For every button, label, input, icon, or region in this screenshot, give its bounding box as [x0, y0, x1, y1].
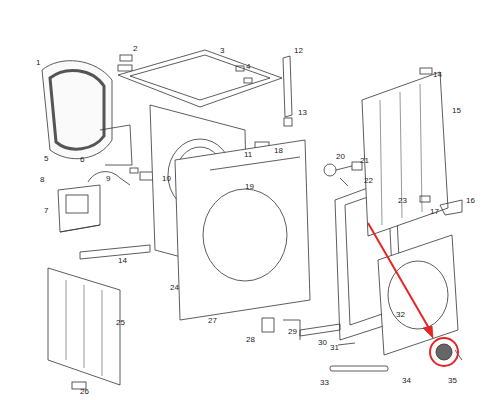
callout-number: 14 — [118, 256, 127, 265]
callout-number: 19 — [245, 182, 254, 191]
callout-number: 34 — [402, 376, 411, 385]
callout-number: 22 — [364, 176, 373, 185]
callout-number: 23 — [398, 196, 407, 205]
callout-number: 15 — [452, 106, 461, 115]
callout-number: 12 — [294, 46, 303, 55]
callout-number: 33 — [320, 378, 329, 387]
callout-number: 20 — [336, 152, 345, 161]
callout-number: 3 — [220, 46, 224, 55]
callout-number: 11 — [244, 150, 252, 159]
callout-number: 2 — [133, 44, 137, 53]
callout-number: 21 — [360, 156, 369, 165]
callout-number: 14 — [433, 70, 442, 79]
callout-number: 6 — [80, 155, 84, 164]
callout-number: 9 — [106, 174, 110, 183]
callout-number: 31 — [330, 343, 339, 352]
callout-number: 17 — [430, 207, 439, 216]
callout-number: 25 — [116, 318, 125, 327]
callout-number: 30 — [318, 338, 327, 347]
callout-number: 7 — [44, 206, 48, 215]
callout-number: 35 — [448, 376, 457, 385]
callout-number: 5 — [44, 154, 48, 163]
callout-number: 32 — [396, 310, 405, 319]
callout-number: 8 — [40, 175, 44, 184]
callout-number: 4 — [246, 62, 250, 71]
callout-number: 26 — [80, 387, 89, 396]
callout-number: 27 — [208, 316, 217, 325]
callout-number: 1 — [36, 58, 40, 67]
callout-number: 13 — [298, 108, 307, 117]
callout-number: 28 — [246, 335, 255, 344]
callout-number: 10 — [162, 174, 171, 183]
callout-number: 24 — [170, 283, 179, 292]
callout-number: 18 — [274, 146, 283, 155]
callout-number: 29 — [288, 327, 297, 336]
callout-number: 16 — [466, 196, 475, 205]
